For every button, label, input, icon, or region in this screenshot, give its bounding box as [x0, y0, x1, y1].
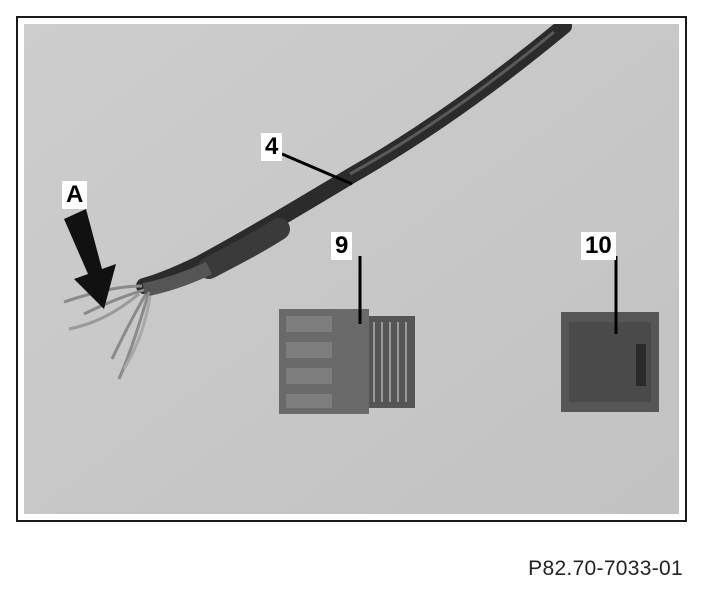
callout-4: 4	[261, 133, 283, 161]
connector-9	[279, 256, 415, 414]
photo	[24, 24, 679, 514]
figure-frame: A 4 9 10	[16, 16, 687, 522]
arrow-down-icon	[64, 209, 116, 309]
cable	[63, 24, 572, 380]
connector-10	[561, 256, 659, 412]
callout-10: 10	[581, 232, 616, 260]
callout-a: A	[62, 181, 88, 209]
callout-9: 9	[331, 232, 353, 260]
figure-reference: P82.70-7033-01	[528, 557, 683, 580]
